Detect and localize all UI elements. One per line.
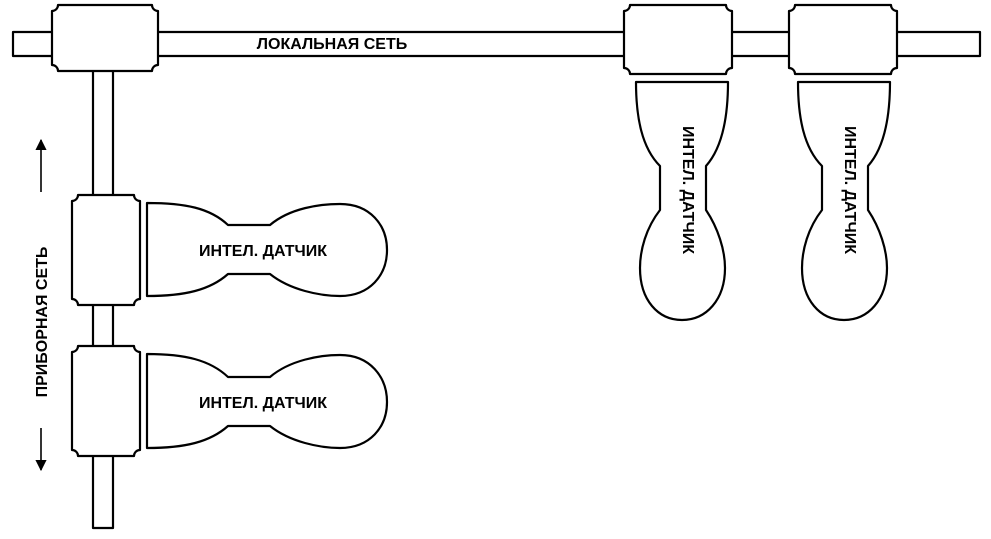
instrument-bus-connector-1 bbox=[70, 193, 142, 307]
smart-sensor-2-label: ИНТЕЛ. ДАТЧИК bbox=[199, 395, 327, 412]
smart-sensor-4-label: ИНТЕЛ. ДАТЧИК bbox=[841, 126, 858, 254]
smart-sensor-1 bbox=[145, 201, 389, 298]
local-network-label: ЛОКАЛЬНАЯ СЕТЬ bbox=[257, 36, 407, 53]
local-bus-connector-2 bbox=[787, 3, 899, 76]
smart-sensor-1-label: ИНТЕЛ. ДАТЧИК bbox=[199, 243, 327, 260]
smart-sensor-4 bbox=[796, 80, 892, 322]
smart-sensor-3-label: ИНТЕЛ. ДАТЧИК bbox=[679, 126, 696, 254]
junction-connector-main bbox=[50, 3, 160, 73]
smart-sensor-2 bbox=[145, 352, 389, 450]
local-bus-connector-1 bbox=[622, 3, 734, 76]
instrument-network-label: ПРИБОРНАЯ СЕТЬ bbox=[34, 247, 51, 398]
smart-sensor-3 bbox=[634, 80, 730, 322]
instrument-bus-connector-2 bbox=[70, 344, 142, 458]
